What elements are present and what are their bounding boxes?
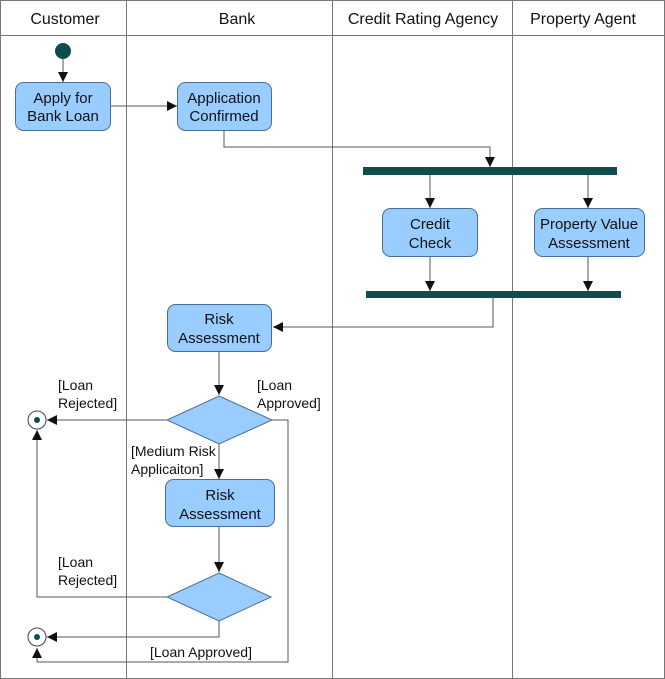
decision-node-2: [165, 572, 273, 622]
lane-title-credit-rating-agency: Credit Rating Agency: [348, 11, 498, 28]
flow-confirmed-to-fork: [223, 130, 495, 167]
action-label-line1: Credit: [410, 216, 451, 233]
guard-loan-approved-1-line2: Approved]: [257, 395, 321, 411]
action-label-line1: Apply for: [33, 90, 92, 107]
action-label-line2: Assessment: [548, 235, 631, 252]
flow-decision2-rejected-to-end: [32, 430, 167, 598]
guard-loan-approved-2: [Loan Approved]: [150, 644, 252, 660]
action-risk-assessment-2: Risk Assessment: [165, 479, 275, 527]
control-flows: [32, 59, 593, 663]
action-apply-for-bank-loan: Apply for Bank Loan: [15, 82, 111, 131]
lane-title-property-agent: Property Agent: [530, 11, 636, 28]
action-label-line1: Property Value: [540, 216, 638, 233]
guard-loan-rejected-1-line2: Rejected]: [58, 395, 117, 411]
guard-loan-rejected-2-line1: [Loan: [58, 554, 93, 570]
action-label-line2: Assessment: [179, 506, 262, 523]
action-risk-assessment-1: Risk Assessment: [167, 304, 272, 352]
final-node-2: [27, 627, 47, 647]
guard-loan-approved-1-line1: [Loan: [257, 377, 292, 393]
action-label-line1: Risk: [204, 311, 234, 328]
fork-bar: [363, 167, 617, 175]
guard-medium-risk-line2: Applicaiton]: [131, 461, 203, 477]
action-label-line2: Confirmed: [189, 108, 258, 125]
initial-node: [55, 43, 71, 59]
lane-title-customer: Customer: [30, 11, 100, 28]
decision-node-1: [165, 395, 274, 445]
action-label-line2: Assessment: [178, 330, 261, 347]
action-credit-check: Credit Check: [382, 208, 478, 257]
flow-decision2-approved-to-end: [47, 621, 220, 642]
lane-title-bank: Bank: [219, 11, 256, 28]
guard-medium-risk-line1: [Medium Risk: [131, 443, 217, 459]
action-label-line2: Check: [409, 235, 452, 252]
final-node-1: [27, 410, 47, 430]
join-bar: [366, 291, 621, 298]
action-application-confirmed: Application Confirmed: [177, 82, 272, 131]
action-property-value-assessment: Property Value Assessment: [534, 208, 645, 257]
action-label-line1: Application: [187, 90, 260, 107]
guard-loan-rejected-2-line2: Rejected]: [58, 572, 117, 588]
action-label-line2: Bank Loan: [27, 108, 99, 125]
flow-join-to-risk-assessment: [273, 298, 494, 332]
flow-decision-approved-to-end: [32, 419, 289, 663]
action-label-line1: Risk: [205, 487, 235, 504]
guard-loan-rejected-1-line1: [Loan: [58, 377, 93, 393]
